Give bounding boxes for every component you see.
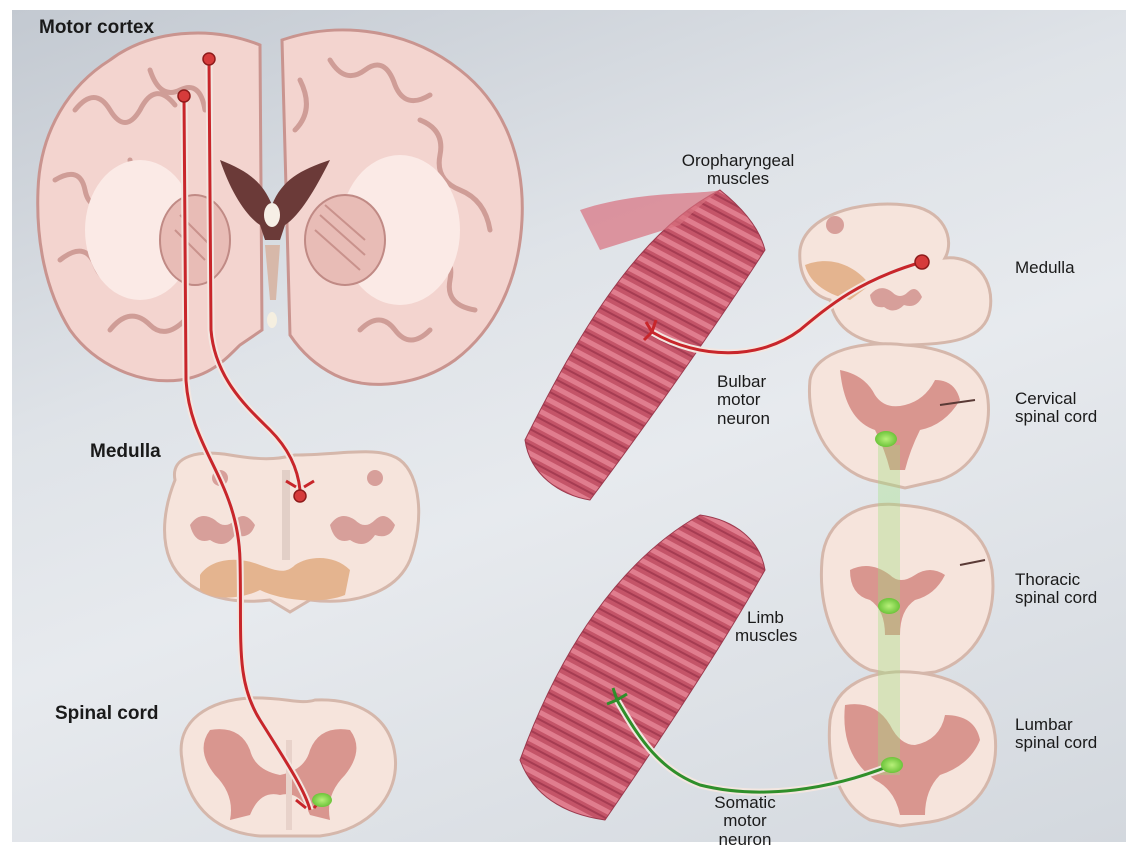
cervical-motor-neuron-body — [875, 431, 897, 447]
thoracic-motor-neuron-body — [878, 598, 900, 614]
label-cervical-spinal-cord: Cervical spinal cord — [1015, 390, 1097, 427]
limb-muscle-bundle — [520, 515, 765, 820]
label-somatic-motor-neuron: Somatic motor neuron — [700, 794, 790, 849]
label-motor-cortex: Motor cortex — [39, 18, 154, 39]
label-spinal-cord: Spinal cord — [55, 704, 158, 725]
left-medulla-section — [165, 452, 419, 612]
lower-motor-neuron-cell-body — [312, 793, 332, 807]
label-thoracic-spinal-cord: Thoracic spinal cord — [1015, 571, 1097, 608]
lumbar-spinal-cord-section — [829, 672, 995, 826]
label-oropharyngeal-muscles: Oropharyngeal muscles — [668, 152, 808, 189]
label-medulla-left: Medulla — [90, 442, 161, 463]
label-bulbar-motor-neuron: Bulbar motor neuron — [717, 373, 770, 428]
oropharyngeal-muscle-bundle — [525, 190, 765, 500]
label-lumbar-spinal-cord: Lumbar spinal cord — [1015, 716, 1097, 753]
cortical-neuron-body — [178, 90, 190, 102]
cortical-neuron-body — [203, 53, 215, 65]
label-medulla-right: Medulla — [1015, 259, 1075, 277]
label-limb-muscles: Limb muscles — [735, 609, 797, 646]
brain-coronal-section — [38, 30, 523, 384]
thoracic-spinal-cord-section — [821, 504, 993, 676]
